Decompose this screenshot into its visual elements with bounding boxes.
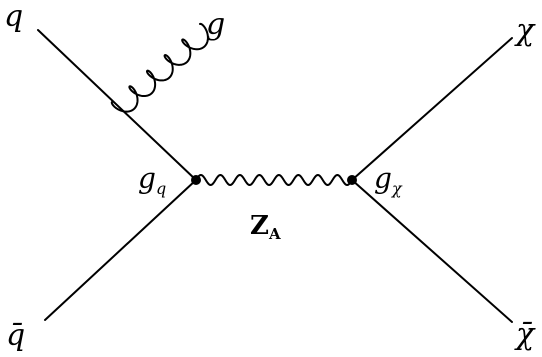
chibar-label: χ̄ <box>514 317 536 352</box>
chi-coupling-sub: χ <box>391 179 403 198</box>
chi-line <box>351 37 513 181</box>
chi-vertex <box>347 175 357 185</box>
mediator-main: Z <box>250 211 269 241</box>
mediator-sub: A <box>268 225 281 243</box>
antiquark-line <box>44 179 197 321</box>
quark-line <box>37 29 197 181</box>
gluon-label: g <box>206 7 225 42</box>
quark-coupling-main: g <box>138 162 156 195</box>
quark-coupling-label: gq <box>138 162 166 198</box>
quark-vertex <box>191 175 201 185</box>
chi-label: χ <box>514 13 536 48</box>
gluon-line <box>110 22 209 113</box>
quark-coupling-sub: q <box>156 179 166 198</box>
chibar-line <box>351 179 513 323</box>
chi-coupling-label: gχ <box>374 162 403 198</box>
antiquark-label: q̄ <box>6 318 25 353</box>
quark-label: q <box>4 0 23 34</box>
chi-coupling-main: g <box>374 162 392 195</box>
mediator-line <box>195 174 353 186</box>
mediator-label: ZA <box>250 211 281 243</box>
